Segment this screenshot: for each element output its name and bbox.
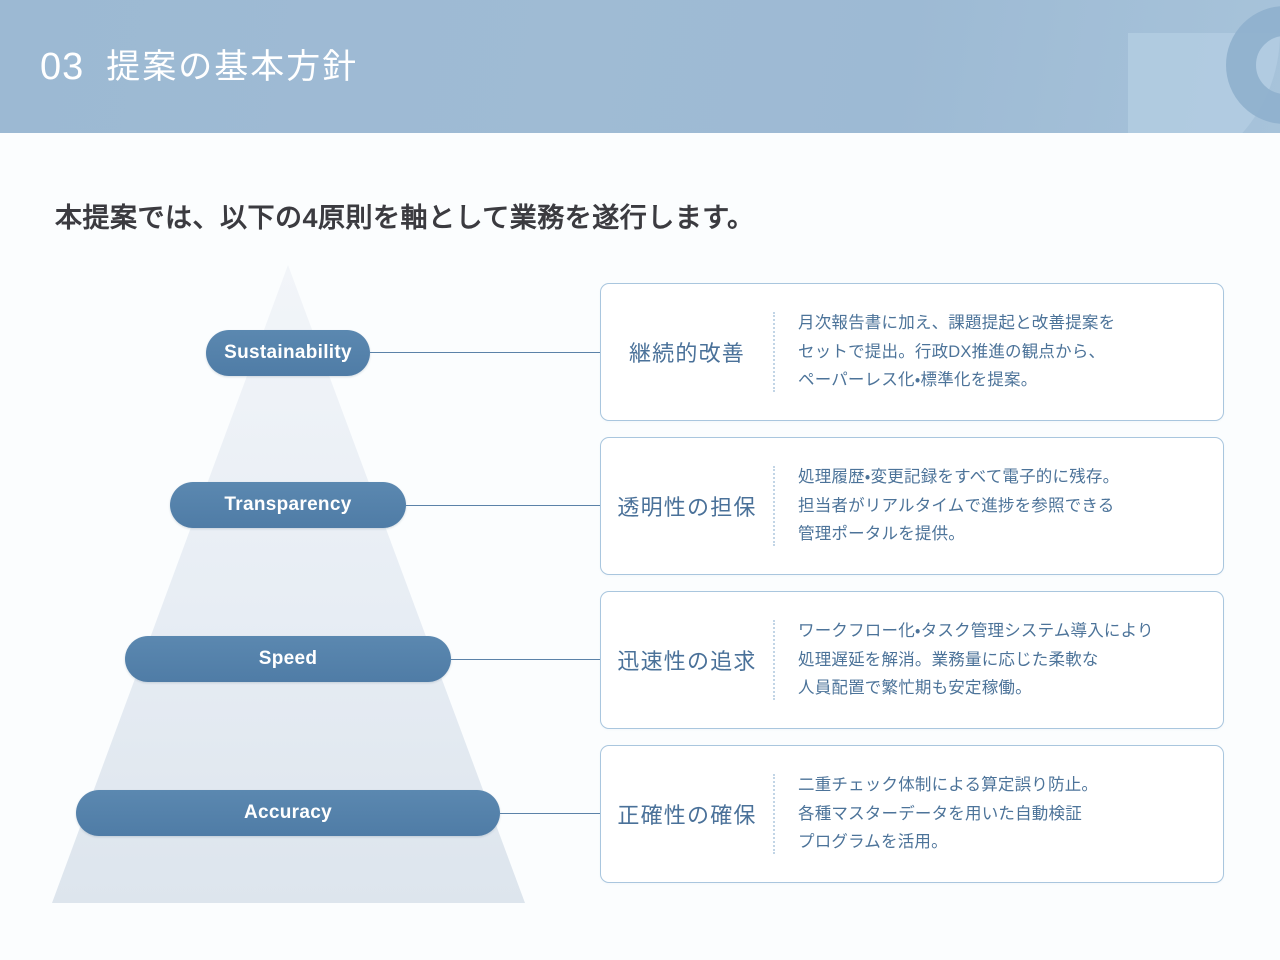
pyramid-level-sustainability[interactable]: Sustainability xyxy=(206,330,370,376)
card-title: 継続的改善 xyxy=(628,341,745,366)
card-body: 処理履歴・変更記録をすべて電子的に残存。 担当者がリアルタイムで進捗を参照できる… xyxy=(776,463,1223,548)
pyramid-level-label: Sustainability xyxy=(224,342,352,363)
pyramid-shape-icon xyxy=(52,265,525,903)
connector-line-3 xyxy=(451,659,605,660)
card-title: 透明性の担保 xyxy=(617,495,757,520)
principle-card-2[interactable]: 透明性の担保 処理履歴・変更記録をすべて電子的に残存。 担当者がリアルタイムで進… xyxy=(600,437,1224,575)
principle-card-4[interactable]: 正確性の確保 二重チェック体制による算定誤り防止。 各種マスターデータを用いた自… xyxy=(600,745,1224,883)
card-title: 迅速性の追求 xyxy=(617,649,757,674)
pyramid-level-speed[interactable]: Speed xyxy=(125,636,451,682)
card-body-line: 処理履歴・変更記録をすべて電子的に残存。 xyxy=(798,468,1120,487)
pyramid-diagram: Sustainability Transparency Speed Accura… xyxy=(0,255,600,915)
lead-sentence: 本提案では、以下の4原則を軸として業務を遂行します。 xyxy=(55,203,755,233)
card-body-line: プログラムを活用。 xyxy=(798,833,948,852)
card-body-line: ワークフロー化・タスク管理システム導入により xyxy=(798,622,1154,641)
card-body-line: 二重チェック体制による算定誤り防止。 xyxy=(798,776,1099,795)
card-body-line: 月次報告書に加え、課題提起と改善提案を xyxy=(798,314,1116,333)
pyramid-level-label: Accuracy xyxy=(244,802,332,823)
card-divider xyxy=(773,774,776,854)
card-body-line: 人員配置で繁忙期も安定稼働。 xyxy=(798,679,1032,698)
pyramid-level-transparency[interactable]: Transparency xyxy=(170,482,406,528)
principle-card-3[interactable]: 迅速性の追求 ワークフロー化・タスク管理システム導入により 処理遅延を解消。業務… xyxy=(600,591,1224,729)
card-body-line: ペーパーレス化・標準化を提案。 xyxy=(798,371,1038,390)
card-divider xyxy=(773,312,776,392)
card-body-line: 処理遅延を解消。業務量に応じた柔軟な xyxy=(798,650,1099,669)
connector-line-2 xyxy=(406,505,605,506)
card-divider xyxy=(773,620,776,700)
slide-header: 03 提案の基本方針 xyxy=(0,0,1280,133)
card-body-line: 管理ポータルを提供。 xyxy=(798,525,965,544)
section-number: 03 xyxy=(40,45,85,88)
card-divider xyxy=(773,466,776,546)
pyramid-level-label: Transparency xyxy=(224,494,352,515)
card-body: 二重チェック体制による算定誤り防止。 各種マスターデータを用いた自動検証 プログ… xyxy=(776,771,1223,856)
pyramid-level-label: Speed xyxy=(258,648,318,669)
connector-line-1 xyxy=(370,352,605,353)
card-body: 月次報告書に加え、課題提起と改善提案を セットで提出。行政DX推進の観点から、 … xyxy=(776,309,1223,394)
principle-card-1[interactable]: 継続的改善 月次報告書に加え、課題提起と改善提案を セットで提出。行政DX推進の… xyxy=(600,283,1224,421)
pyramid-level-accuracy[interactable]: Accuracy xyxy=(76,790,500,836)
section-title: 提案の基本方針 xyxy=(106,47,359,86)
page-title: 03 提案の基本方針 xyxy=(40,0,358,133)
card-body-line: 担当者がリアルタイムで進捗を参照できる xyxy=(798,496,1115,515)
card-body-line: セットで提出。行政DX推進の観点から、 xyxy=(798,342,1106,361)
card-body-line: 各種マスターデータを用いた自動検証 xyxy=(798,804,1082,823)
connector-line-4 xyxy=(500,813,605,814)
card-body: ワークフロー化・タスク管理システム導入により 処理遅延を解消。業務量に応じた柔軟… xyxy=(776,617,1223,702)
card-title: 正確性の確保 xyxy=(617,803,757,828)
